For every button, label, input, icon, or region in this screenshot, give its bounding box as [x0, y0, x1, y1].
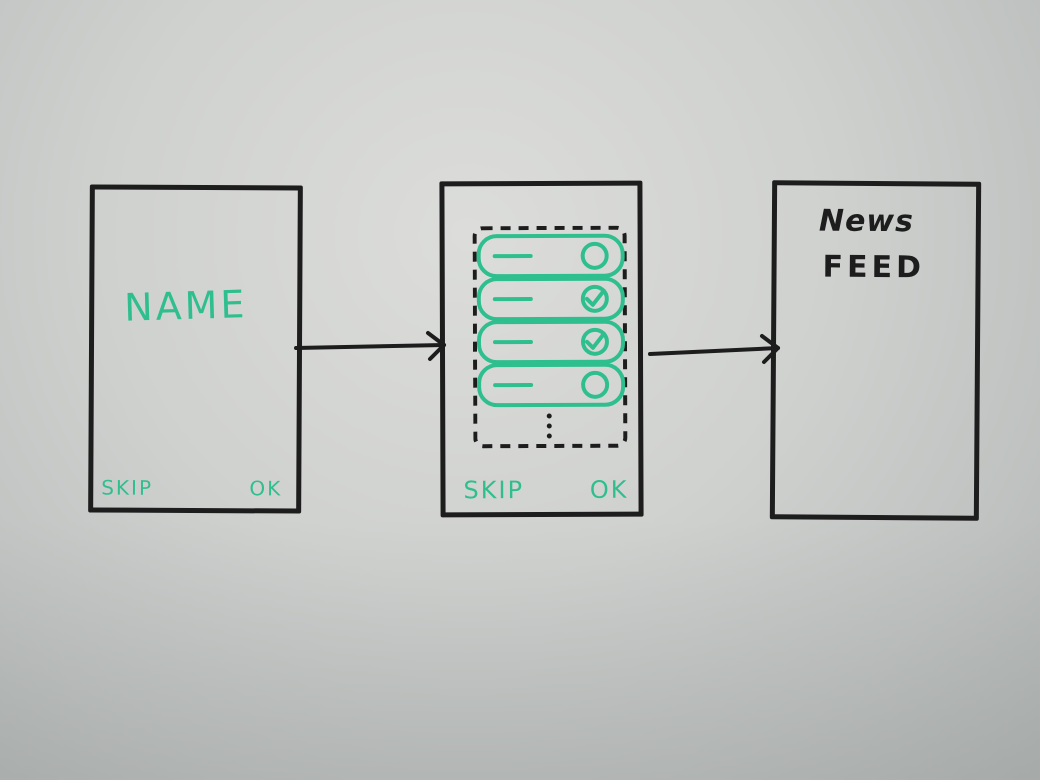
feed-title-line2: FEED [822, 249, 926, 286]
feed-title-line1: News [818, 203, 915, 240]
topic-item-pill [476, 276, 625, 322]
checkbox[interactable] [581, 370, 610, 399]
name-screen: NAME SKIP OK [88, 184, 303, 514]
checkbox[interactable] [580, 241, 609, 270]
topics-screen: SKIP OK [439, 180, 644, 518]
topic-item-pill [476, 319, 625, 365]
more-dot [546, 413, 552, 419]
topic-item-pill [477, 362, 626, 408]
topic-item-pill [476, 233, 625, 279]
topic-list [472, 225, 628, 449]
checkmark-icon [584, 331, 606, 350]
topic-item[interactable] [476, 319, 625, 365]
ok-button[interactable]: OK [589, 475, 629, 504]
news-feed-screen: News FEED [769, 180, 982, 521]
flow-arrow-2 [648, 334, 780, 364]
more-dot [546, 433, 552, 439]
topic-item[interactable] [476, 233, 625, 279]
topic-item[interactable] [476, 276, 625, 322]
name-field-label: NAME [123, 282, 249, 330]
checkmark-icon [584, 288, 606, 307]
checkbox[interactable] [580, 327, 609, 356]
whiteboard-shadow [0, 520, 1040, 780]
topic-item[interactable] [477, 362, 626, 408]
skip-button[interactable]: SKIP [463, 476, 525, 505]
ok-button[interactable]: OK [249, 476, 283, 501]
flow-arrow-1 [294, 331, 446, 361]
checkbox[interactable] [580, 284, 609, 313]
more-dot [546, 423, 552, 429]
skip-button[interactable]: SKIP [101, 475, 154, 500]
